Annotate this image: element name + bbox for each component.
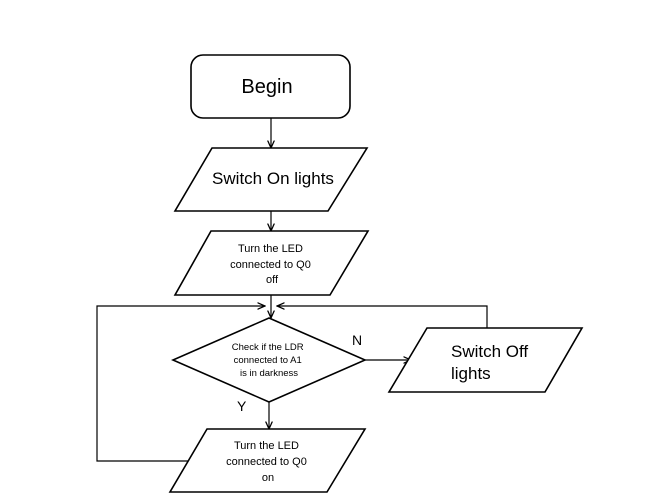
connector-loop-from-switch-off (277, 306, 488, 328)
begin-terminator: Begin (190, 54, 351, 119)
switch-on-lights-label: Switch On lights (212, 169, 334, 188)
led-on-label: Turn the LED connected to Q0 on (226, 440, 310, 484)
led-off-shape: Turn the LED connected to Q0 off (173, 230, 370, 296)
switch-on-lights-shape: Switch On lights (173, 147, 369, 212)
branch-label-yes: Y (237, 398, 247, 414)
led-on-line-2: connected to Q0 (226, 456, 307, 468)
decision-diamond: Check if the LDR connected to A1 is in d… (171, 317, 367, 403)
decision-line-2: connected to A1 (234, 355, 302, 366)
switch-off-line-1: Switch Off (451, 342, 528, 361)
led-off-line-3: off (266, 274, 279, 286)
branch-label-no: N (352, 332, 362, 348)
led-on-shape: Turn the LED connected to Q0 on (168, 428, 367, 493)
led-off-label: Turn the LED connected to Q0 off (230, 243, 314, 286)
decision-line-3: is in darkness (240, 368, 298, 379)
led-on-line-1: Turn the LED (234, 440, 299, 452)
switch-off-lights-label: Switch Off lights (451, 342, 533, 383)
switch-off-line-2: lights (451, 364, 491, 383)
led-off-line-1: Turn the LED (238, 243, 303, 255)
led-on-line-3: on (262, 472, 274, 484)
decision-label: Check if the LDR connected to A1 is in d… (232, 342, 306, 379)
connector-loop-from-led-on (96, 306, 265, 462)
decision-line-1: Check if the LDR (232, 342, 304, 353)
begin-label: Begin (241, 76, 292, 98)
led-off-line-2: connected to Q0 (230, 259, 311, 271)
switch-off-lights-shape: Switch Off lights (387, 327, 584, 393)
